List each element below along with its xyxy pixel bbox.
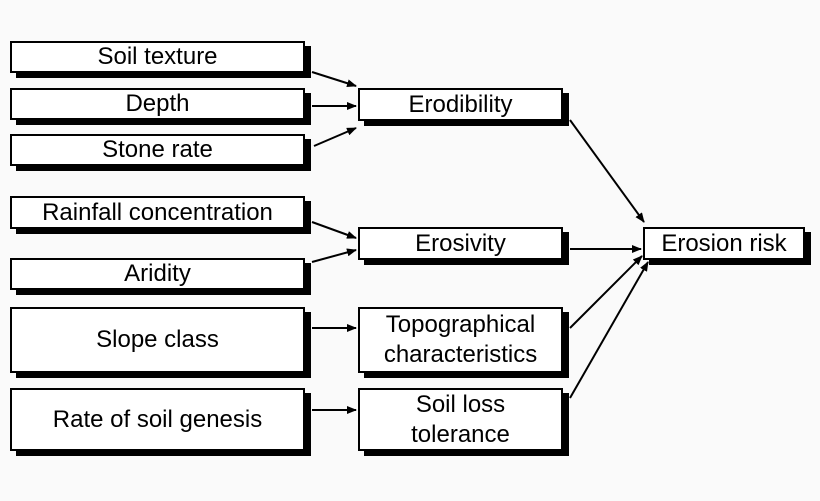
node-erosion-risk: Erosion risk — [643, 227, 805, 260]
node-topographical-line2: characteristics — [383, 341, 538, 368]
node-erosion-risk-label: Erosion risk — [661, 229, 787, 257]
node-aridity-label: Aridity — [124, 260, 191, 287]
node-stone-rate: Stone rate — [10, 134, 305, 166]
arrow-stone-rate-to-erodibility — [313, 127, 357, 147]
node-soil-loss-tolerance-line2: tolerance — [411, 420, 510, 448]
node-aridity: Aridity — [10, 258, 305, 290]
node-slope-class-label: Slope class — [96, 326, 219, 353]
node-depth: Depth — [10, 88, 305, 120]
node-stone-rate-label: Stone rate — [102, 136, 213, 163]
node-slope-class: Slope class — [10, 307, 305, 373]
node-erodibility: Erodibility — [358, 88, 563, 121]
node-rainfall-concentration: Rainfall concentration — [10, 196, 305, 229]
arrow-soil-texture-to-erodibility — [311, 71, 357, 88]
node-soil-texture-label: Soil texture — [97, 43, 218, 70]
node-rate-of-soil-genesis-label: Rate of soil genesis — [52, 405, 263, 433]
node-erosivity-label: Erosivity — [415, 229, 506, 257]
node-soil-loss-tolerance: Soil loss tolerance — [358, 388, 563, 451]
node-topographical-line1: Topographical — [385, 311, 536, 338]
node-erosivity: Erosivity — [358, 227, 563, 260]
arrow-rainfall-to-erosivity — [311, 221, 357, 239]
node-depth-label: Depth — [125, 90, 190, 117]
node-rainfall-concentration-label: Rainfall concentration — [42, 198, 273, 226]
node-soil-loss-tolerance-line1: Soil loss — [415, 390, 506, 418]
node-soil-texture: Soil texture — [10, 41, 305, 73]
node-rate-of-soil-genesis: Rate of soil genesis — [10, 388, 305, 451]
arrow-topographical-to-erosion-risk — [569, 255, 643, 329]
arrow-soil-loss-tolerance-to-erosion-risk — [569, 261, 649, 399]
arrow-erodibility-to-erosion-risk — [569, 119, 645, 223]
node-topographical-characteristics: Topographical characteristics — [358, 307, 563, 373]
arrow-aridity-to-erosivity — [311, 248, 357, 263]
node-erodibility-label: Erodibility — [408, 90, 513, 118]
